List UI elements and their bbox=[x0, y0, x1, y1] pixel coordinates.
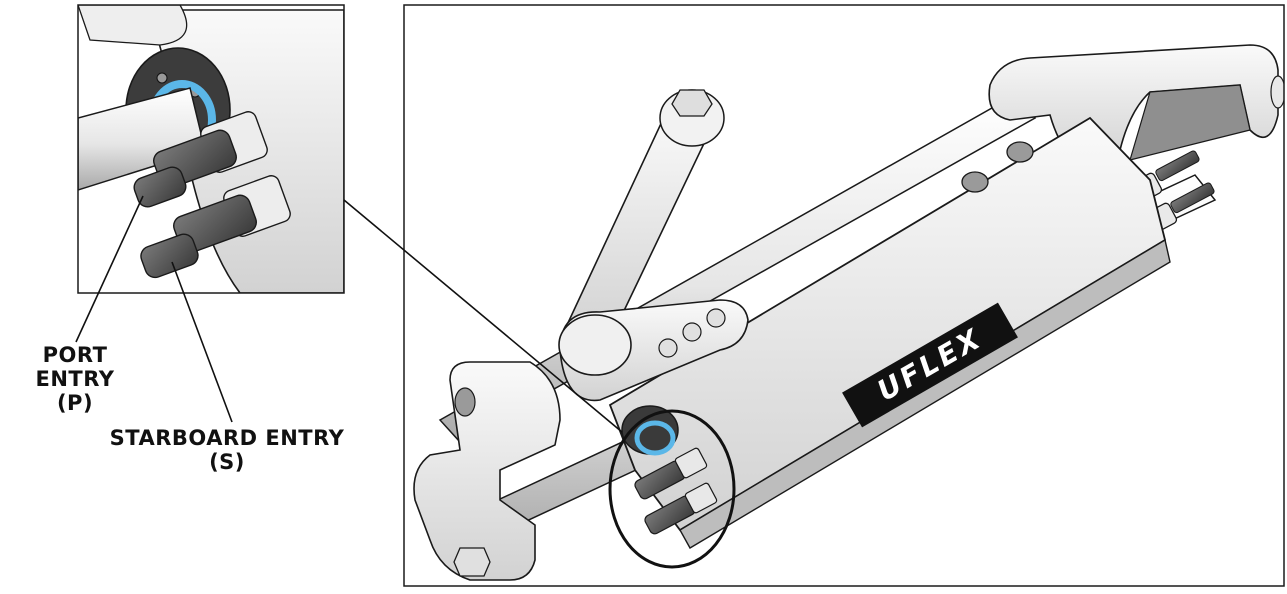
inset-starboard-fitting bbox=[140, 175, 291, 279]
starboard-leader-line bbox=[171, 261, 233, 423]
port-entry-code: (P) bbox=[56, 391, 94, 415]
right-bracket bbox=[988, 44, 1284, 166]
port-entry-label: PORT ENTRY (P) bbox=[0, 343, 150, 415]
main-illustration: UFLEX bbox=[413, 44, 1284, 581]
left-bracket bbox=[413, 361, 561, 581]
inset-connector-line bbox=[343, 199, 623, 433]
left-endcap bbox=[621, 405, 718, 535]
tiller-arm bbox=[558, 89, 749, 402]
inset-illustration bbox=[78, 5, 344, 293]
starboard-entry-label: STARBOARD ENTRY (S) bbox=[92, 426, 362, 474]
highlight-circle bbox=[608, 409, 736, 569]
main-frame bbox=[403, 4, 1285, 587]
port-leader-line bbox=[75, 195, 144, 343]
starboard-entry-code: (S) bbox=[209, 450, 245, 474]
inset-frame bbox=[77, 4, 345, 294]
port-entry-name: PORT ENTRY bbox=[35, 343, 115, 391]
starboard-entry-name: STARBOARD ENTRY bbox=[109, 426, 345, 450]
inset-port-fitting bbox=[133, 111, 268, 208]
